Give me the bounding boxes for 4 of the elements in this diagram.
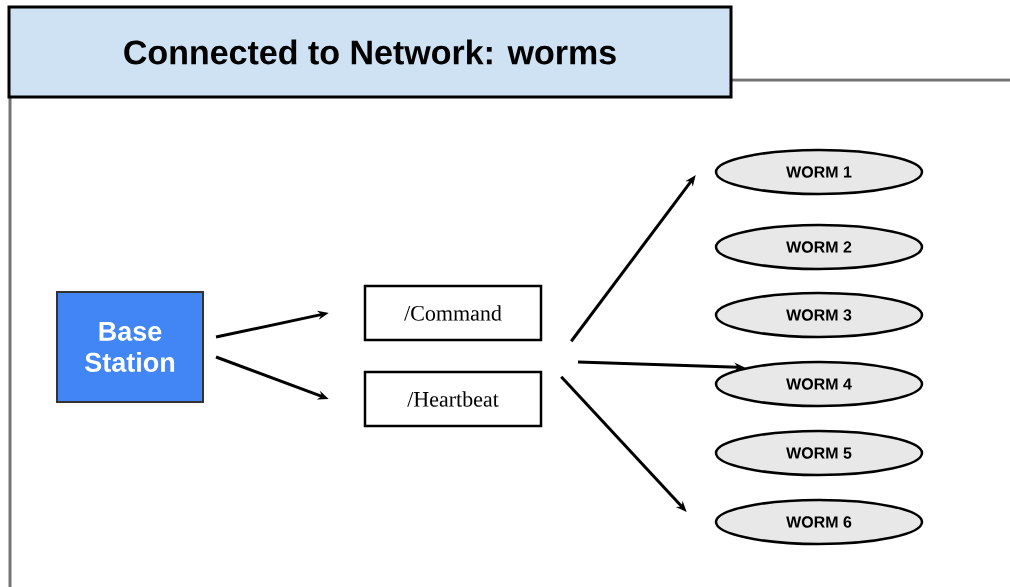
base-station-box: Base Station	[56, 291, 204, 403]
topic-box: /Command	[363, 284, 543, 342]
topic-box: /Heartbeat	[363, 370, 543, 428]
title-box: Connected to Network: worms	[7, 5, 733, 99]
